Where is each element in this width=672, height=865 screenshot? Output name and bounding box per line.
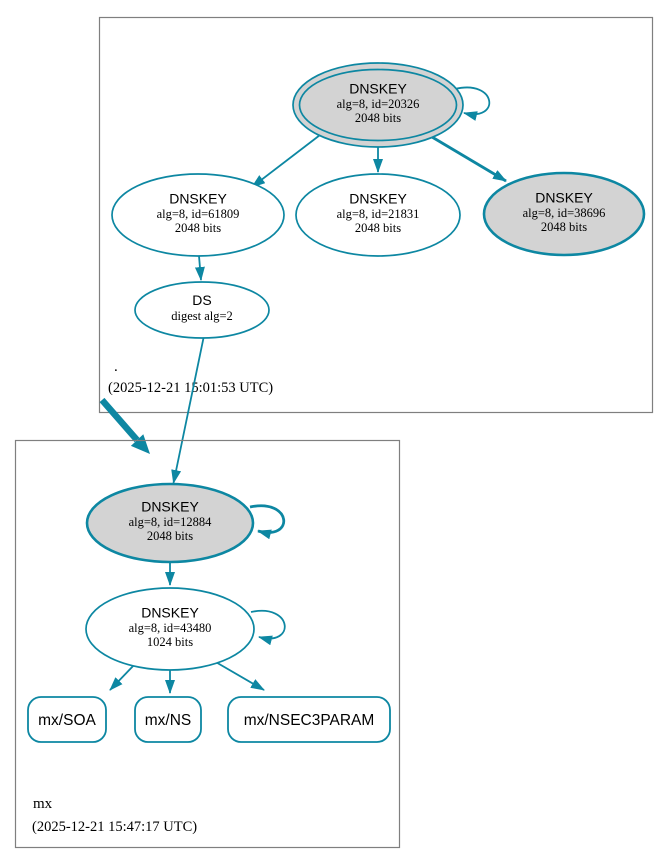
dnskey-node-21831: DNSKEY alg=8, id=21831 2048 bits xyxy=(295,173,461,257)
dnskey-61809-bits: 2048 bits xyxy=(175,221,221,235)
zone-name-root: . xyxy=(114,359,118,375)
edge-ksk20326-to-ksk38696 xyxy=(431,135,507,183)
dnskey-43480-alg: alg=8, id=43480 xyxy=(129,621,212,635)
dnskey-21831-title: DNSKEY xyxy=(349,191,407,207)
delegation-arrowhead xyxy=(130,434,150,454)
rrset-mx-soa-label: mx/SOA xyxy=(38,712,96,729)
ds-node-mx: DS digest alg=2 xyxy=(134,281,270,339)
dnskey-20326-inner-ellipse xyxy=(298,68,458,142)
rrset-node-mx-ns: mx/NS xyxy=(134,696,202,743)
dnskey-61809-alg: alg=8, id=61809 xyxy=(157,207,240,221)
zone-name-mx: mx xyxy=(33,796,53,812)
rrset-mx-ns-label: mx/NS xyxy=(145,712,192,729)
dnskey-12884-bits: 2048 bits xyxy=(147,529,193,543)
dnskey-61809-title: DNSKEY xyxy=(169,191,227,207)
dnskey-node-43480: DNSKEY alg=8, id=43480 1024 bits xyxy=(85,587,255,671)
zone-box-root: . (2025-12-21 15:01:53 UTC) xyxy=(98,16,654,414)
zone-border-mx xyxy=(14,439,401,849)
dnskey-61809-ellipse xyxy=(111,173,285,257)
dnskey-38696-alg: alg=8, id=38696 xyxy=(523,206,606,220)
dnskey-21831-bits: 2048 bits xyxy=(355,221,401,235)
edge-zsk61809-to-ds xyxy=(194,255,205,281)
dnskey-node-20326: DNSKEY alg=8, id=20326 2048 bits xyxy=(292,62,464,148)
dnskey-20326-title: DNSKEY xyxy=(349,81,407,97)
edge-zsk43480-to-mx-soa xyxy=(109,662,137,691)
dnskey-38696-title: DNSKEY xyxy=(535,190,593,206)
delegation-arrow-shaft xyxy=(99,397,140,443)
dnskey-43480-ellipse xyxy=(85,587,255,671)
dnskey-12884-title: DNSKEY xyxy=(141,499,199,515)
ds-title: DS xyxy=(192,292,211,308)
rrset-mx-nsec3param-label: mx/NSEC3PARAM xyxy=(244,712,375,729)
rrset-node-mx-nsec3param: mx/NSEC3PARAM xyxy=(227,696,391,743)
dnskey-43480-title: DNSKEY xyxy=(141,605,199,621)
dnskey-21831-alg: alg=8, id=21831 xyxy=(337,207,420,221)
delegation-arrow-root-to-mx xyxy=(99,397,150,454)
self-loop-ksk20326 xyxy=(454,86,491,121)
self-loop-ksk12884 xyxy=(249,504,286,540)
zone-timestamp-root: (2025-12-21 15:01:53 UTC) xyxy=(108,380,273,396)
dnskey-node-61809: DNSKEY alg=8, id=61809 2048 bits xyxy=(111,173,285,257)
rrset-mx-nsec3param-box xyxy=(227,696,391,743)
zone-border-root xyxy=(98,16,654,414)
dnskey-20326-alg: alg=8, id=20326 xyxy=(337,97,420,111)
edge-zsk43480-to-mx-nsec3param xyxy=(213,660,265,691)
dnskey-21831-ellipse xyxy=(295,173,461,257)
dnskey-20326-bits: 2048 bits xyxy=(355,111,401,125)
dnskey-node-38696: DNSKEY alg=8, id=38696 2048 bits xyxy=(482,171,646,257)
rrset-mx-ns-box xyxy=(134,696,202,743)
ds-ellipse xyxy=(134,281,270,339)
dnskey-38696-bits: 2048 bits xyxy=(541,220,587,234)
rrset-mx-soa-box xyxy=(27,696,107,743)
edge-ksk20326-to-zsk61809 xyxy=(251,134,321,188)
dnskey-node-12884: DNSKEY alg=8, id=12884 2048 bits xyxy=(85,482,255,564)
dnskey-20326-outer-ellipse xyxy=(292,62,464,148)
dnskey-43480-bits: 1024 bits xyxy=(147,635,193,649)
edge-ds-to-mx-ksk12884 xyxy=(171,337,205,484)
dnskey-12884-ellipse xyxy=(85,482,255,564)
dnskey-12884-alg: alg=8, id=12884 xyxy=(129,515,213,529)
self-loop-zsk43480 xyxy=(250,609,286,646)
zone-timestamp-mx: (2025-12-21 15:47:17 UTC) xyxy=(32,819,197,835)
rrset-node-mx-soa: mx/SOA xyxy=(27,696,107,743)
zone-box-mx: mx (2025-12-21 15:47:17 UTC) xyxy=(14,439,401,849)
ds-detail: digest alg=2 xyxy=(171,309,233,323)
dnskey-38696-ellipse xyxy=(482,171,646,257)
